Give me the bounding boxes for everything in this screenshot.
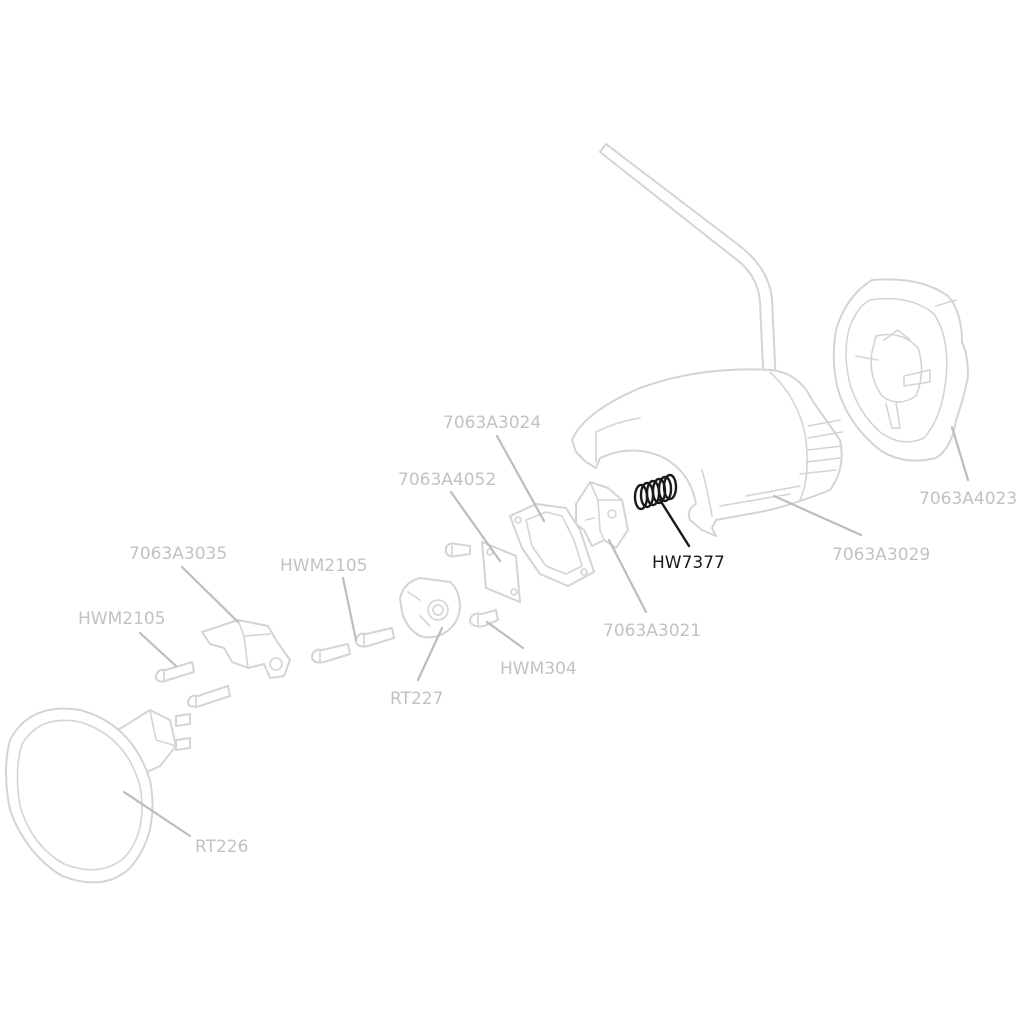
- label-HW7377: HW7377: [652, 553, 725, 573]
- label-HWM304: HWM304: [500, 659, 577, 679]
- screw-plate: [445, 542, 471, 558]
- label-7063A3024: 7063A3024: [443, 413, 541, 433]
- plate-7063A4052: [481, 541, 521, 603]
- lamp-RT226: [5, 707, 191, 884]
- clamp-bracket-7063A3035: [201, 619, 291, 679]
- label-7063A3035: 7063A3035: [129, 544, 227, 564]
- mounting-stem: [599, 143, 777, 389]
- label-7063A3021: 7063A3021: [603, 621, 701, 641]
- label-RT227: RT227: [390, 689, 443, 709]
- lamp-holder-RT227: [399, 577, 461, 639]
- spring-HW7377: [633, 473, 678, 511]
- housing-7063A3029: [571, 368, 843, 537]
- screws-HWM2105-left: [155, 661, 231, 709]
- callout-labels: 7063A3024 7063A4052 7063A3035 HWM2105 HW…: [78, 413, 1017, 857]
- label-HWM2105-left: HWM2105: [78, 609, 166, 629]
- label-RT226: RT226: [195, 837, 248, 857]
- label-7063A4023: 7063A4023: [919, 489, 1017, 509]
- label-7063A3029: 7063A3029: [832, 545, 930, 565]
- gasket-7063A3024: [509, 503, 595, 587]
- socket-7063A3021: [575, 481, 629, 549]
- rear-cap-7063A4023: [832, 278, 969, 462]
- label-7063A4052: 7063A4052: [398, 470, 496, 490]
- label-HWM2105-top: HWM2105: [280, 556, 368, 576]
- leader-lines: [122, 425, 970, 838]
- screws-HWM2105-middle: [311, 627, 395, 664]
- screw-HWM304: [469, 609, 499, 628]
